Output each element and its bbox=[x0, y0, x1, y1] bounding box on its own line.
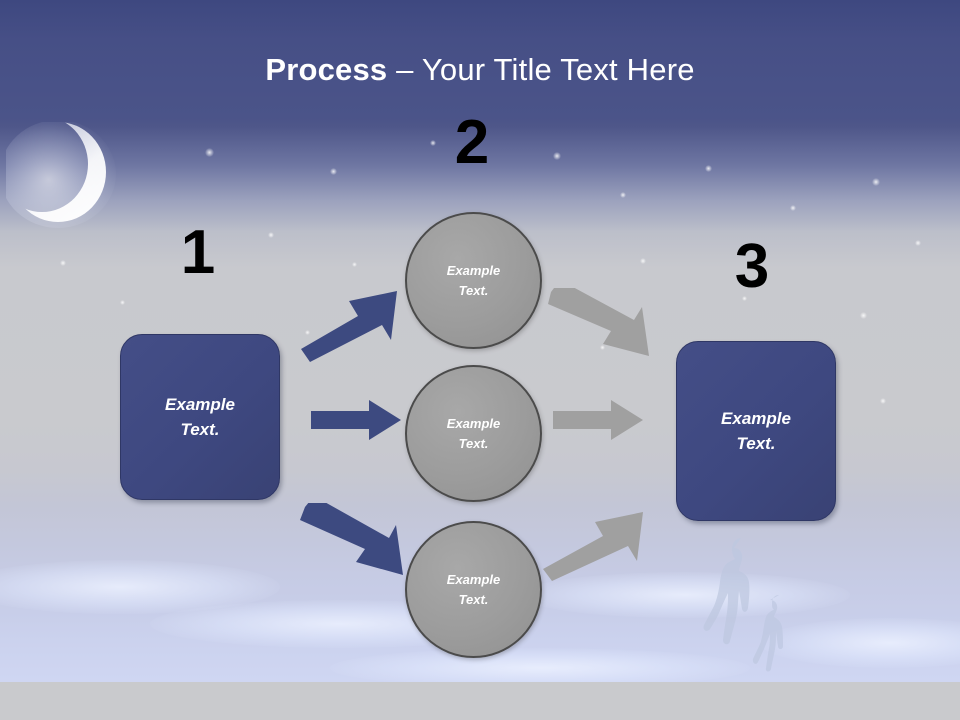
circle-bottom-line-2: Text. bbox=[458, 591, 489, 607]
end-box-line-1: Example bbox=[721, 409, 791, 428]
circle-middle-line-1: Example bbox=[446, 415, 501, 431]
circle-bottom-line-1: Example bbox=[446, 571, 501, 587]
step-number-2: 2 bbox=[454, 108, 490, 177]
slide-title-bold: Process bbox=[265, 52, 388, 87]
circle-top-line-2: Text. bbox=[458, 282, 489, 298]
start-box-line-1: Example bbox=[165, 395, 235, 414]
slide-bottom-strip bbox=[0, 682, 960, 720]
process-circle-middle[interactable]: Example Text. bbox=[405, 365, 542, 502]
process-end-box[interactable]: Example Text. bbox=[676, 341, 836, 521]
process-circle-top[interactable]: Example Text. bbox=[405, 212, 542, 349]
slide-title-rest: – Your Title Text Here bbox=[387, 52, 695, 87]
slide-title: Process – Your Title Text Here bbox=[0, 50, 960, 90]
process-circle-bottom[interactable]: Example Text. bbox=[405, 521, 542, 658]
process-start-box[interactable]: Example Text. bbox=[120, 334, 280, 500]
step-number-1: 1 bbox=[180, 218, 216, 287]
end-box-line-2: Text. bbox=[736, 434, 776, 453]
circle-middle-line-2: Text. bbox=[458, 435, 489, 451]
start-box-line-2: Text. bbox=[180, 420, 220, 439]
step-number-3: 3 bbox=[734, 232, 770, 301]
circle-top-line-1: Example bbox=[446, 262, 501, 278]
